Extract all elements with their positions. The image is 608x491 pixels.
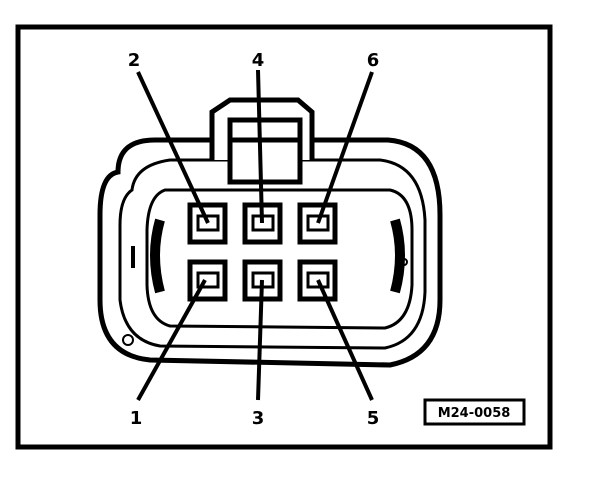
- pin-label-5: 5: [367, 408, 380, 429]
- reference-code: M24-0058: [438, 406, 511, 421]
- leader-line-1: [136, 279, 207, 401]
- pin-label-2: 2: [128, 50, 141, 71]
- leader-lines: [136, 69, 374, 401]
- diagram-frame: [15, 24, 553, 450]
- pin-label-6: 6: [367, 50, 380, 71]
- pin-label-1: 1: [130, 408, 143, 429]
- leader-line-2: [136, 71, 210, 224]
- leader-line-5: [316, 279, 374, 401]
- connector-housing: [97, 137, 443, 368]
- reference-box: [423, 398, 526, 426]
- pin-label-4: 4: [252, 50, 265, 71]
- pin-label-3: 3: [252, 408, 265, 429]
- leader-line-4: [256, 69, 264, 224]
- locking-tab: [209, 97, 315, 185]
- leader-line-3: [256, 279, 264, 401]
- pin-5-terminal: [297, 259, 338, 302]
- leader-line-6: [316, 71, 374, 224]
